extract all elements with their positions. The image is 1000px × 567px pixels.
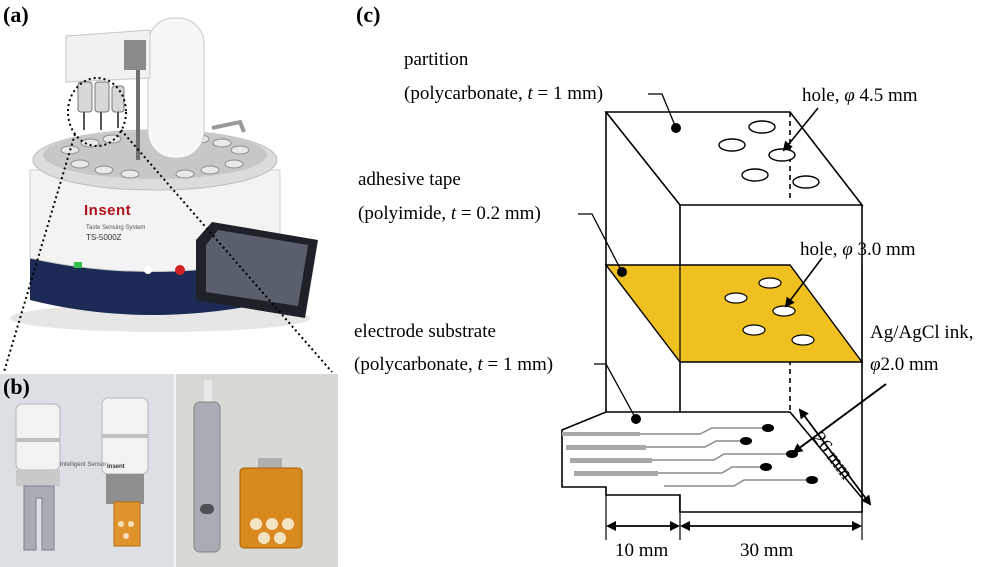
hole-3-0-prefix: hole, bbox=[800, 239, 843, 260]
substrate-leader bbox=[594, 363, 637, 420]
hole-3-0-label: hole, φ 3.0 mm bbox=[800, 240, 916, 259]
partition-material-post: = 1 mm) bbox=[532, 83, 604, 104]
partition-thickness-symbol: t bbox=[527, 83, 533, 104]
panel-label-b: (b) bbox=[3, 374, 30, 399]
substrate-title: electrode substrate bbox=[354, 321, 496, 342]
dim-width-label: 10 mm bbox=[615, 540, 669, 561]
partition-title: partition bbox=[404, 49, 469, 70]
tape-material-pre: (polyimide, bbox=[358, 203, 451, 224]
hole-4-5-phi: φ bbox=[844, 85, 855, 106]
analyzer-photo: Insent Taste Sensing System TS-5000Z bbox=[0, 0, 338, 347]
hole-4-5-label: hole, φ 4.5 mm bbox=[802, 86, 918, 105]
ink-label-line2: φ2.0 mm bbox=[870, 355, 939, 374]
ink-phi: φ bbox=[870, 354, 881, 375]
hole-3-0-phi: φ bbox=[842, 239, 853, 260]
device-model: TS-5000Z bbox=[86, 233, 122, 242]
zoom-leaders bbox=[3, 77, 333, 373]
partition-material-pre: (polycarbonate, bbox=[404, 83, 528, 104]
partition-material: (polycarbonate, t = 1 mm) bbox=[404, 84, 603, 103]
panel-label-a: (a) bbox=[3, 2, 29, 27]
device-brand-logo: Insent bbox=[84, 202, 132, 219]
hole-3-0-value: 3.0 mm bbox=[852, 239, 916, 260]
substrate-material-post: = 1 mm) bbox=[482, 354, 554, 375]
dim-length-label: 30 mm bbox=[740, 540, 794, 561]
hole-4-5-prefix: hole, bbox=[802, 85, 845, 106]
sensor-brand-logo: Insent bbox=[107, 464, 125, 470]
substrate-material: (polycarbonate, t = 1 mm) bbox=[354, 355, 553, 374]
tape-material-post: = 0.2 mm) bbox=[456, 203, 541, 224]
electrode-traces bbox=[640, 427, 808, 487]
substrate-material-pre: (polycarbonate, bbox=[354, 354, 478, 375]
tape-material: (polyimide, t = 0.2 mm) bbox=[358, 204, 541, 223]
partition-leader bbox=[648, 93, 677, 129]
hole-arrow-3-0 bbox=[784, 257, 823, 308]
zoom-circle bbox=[67, 77, 127, 147]
ink-arrow bbox=[792, 383, 887, 454]
device-model-line: Taste Sensing System bbox=[86, 225, 146, 231]
partition-top bbox=[604, 111, 864, 206]
tape-leader bbox=[578, 213, 623, 273]
hole-arrow-4-5 bbox=[782, 107, 819, 152]
sensor-photo: Insent Intelligent Sensor bbox=[0, 374, 338, 567]
substrate-thickness-symbol: t bbox=[477, 354, 483, 375]
sensor-brand-text: Intelligent Sensor bbox=[60, 462, 107, 468]
partition-pointer-dot bbox=[671, 123, 681, 133]
hole-4-5-value: 4.5 mm bbox=[854, 85, 918, 106]
tape-thickness-symbol: t bbox=[450, 203, 457, 224]
tape-title: adhesive tape bbox=[358, 169, 461, 190]
dim-line-depth bbox=[798, 408, 872, 506]
electrode-contacts bbox=[562, 432, 658, 476]
panel-label-c: (c) bbox=[356, 2, 381, 27]
ink-diameter: 2.0 mm bbox=[880, 354, 939, 375]
zoom-line-left bbox=[3, 133, 76, 373]
tape-holes bbox=[724, 277, 815, 346]
zoom-line-right bbox=[120, 129, 333, 373]
adhesive-tape-layer bbox=[604, 264, 864, 363]
partition-holes bbox=[718, 120, 820, 189]
ink-label-line1: Ag/AgCl ink, bbox=[870, 322, 974, 343]
